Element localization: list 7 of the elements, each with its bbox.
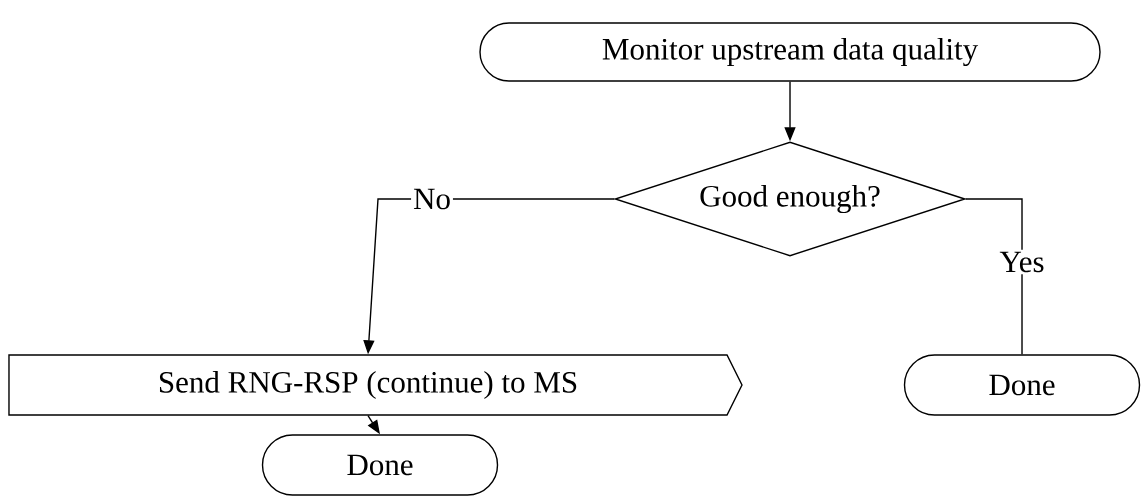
terminator-box: Done: [903, 354, 1141, 416]
terminator-box: Done: [261, 434, 499, 496]
edge-label: Yes: [997, 249, 1047, 275]
process-box: Send RNG-RSP (continue) to MS: [8, 354, 743, 416]
terminator-box: Monitor upstream data quality: [479, 22, 1101, 82]
connector-line: [965, 198, 1023, 355]
edge-label: No: [411, 186, 453, 212]
